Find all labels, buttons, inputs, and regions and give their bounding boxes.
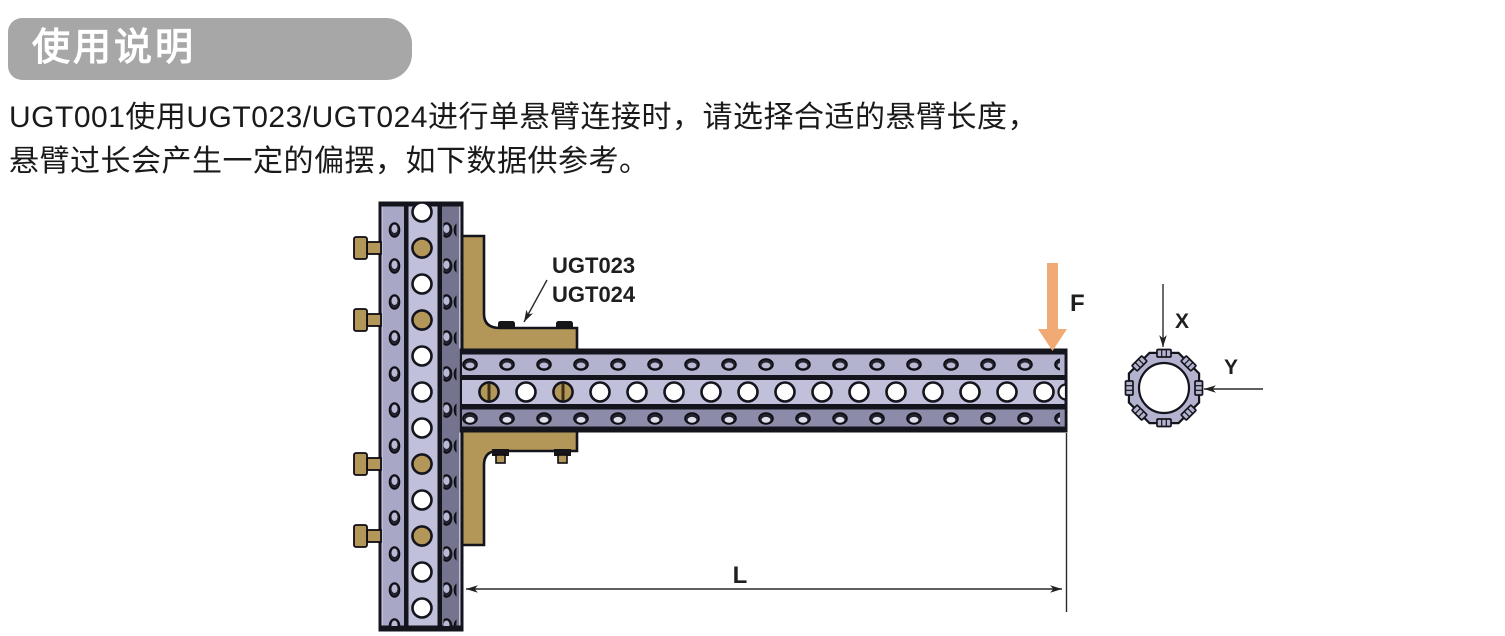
beam-holes (462, 409, 1060, 428)
vertical-beam (378, 201, 464, 632)
usage-description: UGT001使用UGT023/UGT024进行单悬臂连接时，请选择合适的悬臂长度… (9, 96, 1038, 184)
bracket-foot (557, 454, 568, 464)
beam-holes (388, 212, 401, 626)
mounting-bolts (353, 236, 382, 548)
bracket-label-line2: UGT024 (552, 282, 636, 307)
section-title-badge: 使用说明 (8, 18, 412, 80)
x-axis-label: X (1175, 310, 1189, 333)
bracket-screw-head (554, 449, 571, 456)
through-bolt-heads (478, 381, 574, 403)
bracket-screw-head (498, 321, 515, 329)
bolt (353, 308, 382, 332)
bracket-foot (495, 454, 506, 464)
bracket-lower (460, 425, 579, 547)
bracket-callout: UGT023 UGT024 (523, 253, 636, 323)
beam-holes (407, 203, 437, 627)
octagon-groove (1180, 355, 1197, 372)
bracket-label-line1: UGT023 (552, 253, 635, 278)
octagon-groove (1156, 348, 1172, 358)
force-arrow-icon: F (1038, 263, 1085, 351)
bracket-screw-head (492, 449, 509, 456)
cross-section: X Y (1124, 284, 1263, 428)
force-label: F (1070, 290, 1085, 317)
octagon-groove (1124, 380, 1134, 396)
length-label: L (733, 562, 748, 589)
cross-section-octagon (1124, 348, 1204, 428)
y-axis-arrow: Y (1204, 356, 1263, 393)
octagon-groove (1180, 404, 1197, 421)
bolt (353, 236, 382, 260)
description-line-2: 悬臂过长会产生一定的偏摆，如下数据供参考。 (9, 145, 650, 178)
description-line-1: UGT001使用UGT023/UGT024进行单悬臂连接时，请选择合适的悬臂长度… (9, 101, 1038, 134)
x-axis-arrow: X (1159, 284, 1189, 347)
horizontal-beam (459, 348, 1068, 433)
leader-line (523, 279, 548, 323)
octagon-groove (1156, 418, 1172, 428)
octagon-bore (1137, 361, 1191, 415)
through-bolt-heads (411, 237, 433, 547)
bolt (353, 524, 382, 548)
bracket-screw-head (556, 321, 573, 329)
octagon-groove (1131, 355, 1148, 372)
octagon-groove (1131, 404, 1148, 421)
length-dimension: L (466, 433, 1068, 612)
bolt (353, 452, 382, 476)
octagon-groove (1194, 380, 1204, 396)
y-axis-label: Y (1224, 356, 1238, 379)
beam-holes (462, 354, 1060, 375)
beam-holes (443, 212, 457, 626)
beam-end-notch (1057, 383, 1068, 401)
bracket-upper (460, 234, 579, 357)
section-title: 使用说明 (32, 27, 197, 69)
